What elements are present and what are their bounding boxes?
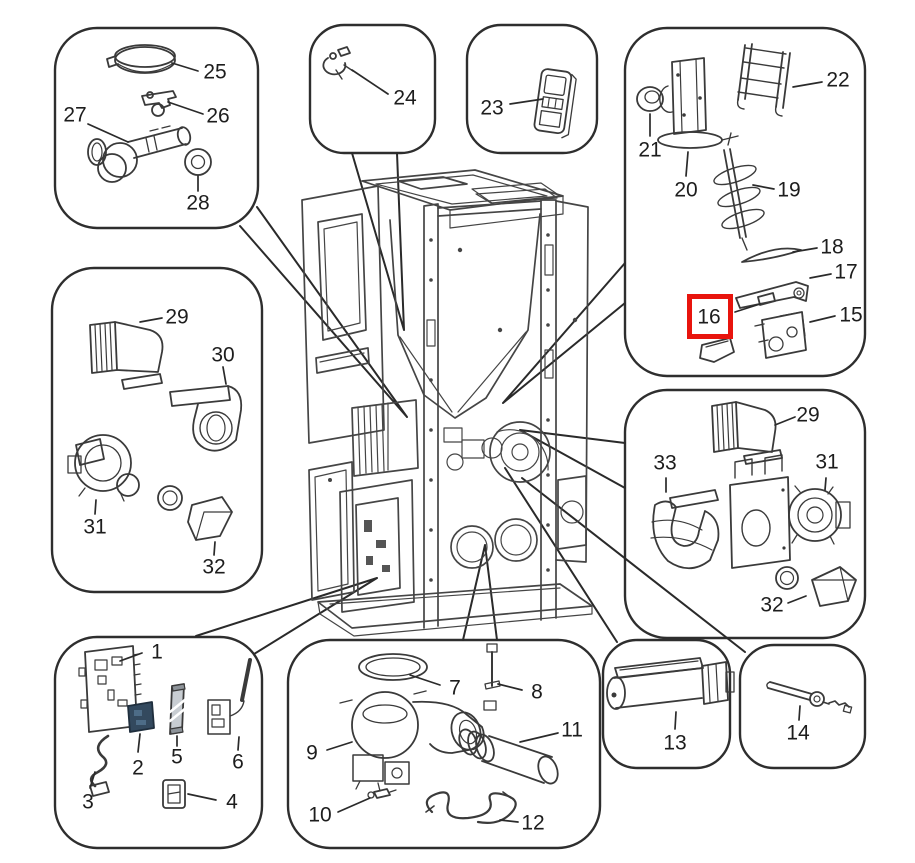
part-24-clip [322, 46, 354, 80]
part-21-ring [636, 86, 664, 112]
boiler-cabinet-drawing [301, 169, 593, 637]
panel-auger-feed-group [623, 26, 867, 378]
panel-exhaust-fan-group [286, 638, 602, 850]
part-19-auger [713, 132, 765, 251]
part-11-pipe [458, 728, 559, 785]
panel-left-blower-group [50, 266, 264, 594]
part-8-bolt [483, 643, 501, 711]
part-23-remote [533, 68, 577, 139]
part-15-gear-motor [754, 311, 807, 359]
part-label-31-right: 31 [815, 450, 839, 474]
part-label-8: 8 [531, 680, 543, 704]
callout-panels [50, 23, 867, 850]
part-32-ring-deflector-left [157, 485, 233, 541]
part-label-12: 12 [521, 811, 545, 835]
part-6-antenna-module [207, 658, 252, 735]
part-14-igniter-rod [766, 681, 853, 714]
part-12-wire-harness [425, 791, 517, 824]
part-22-frame [736, 43, 791, 117]
part-label-7: 7 [449, 676, 461, 700]
part-label-17: 17 [834, 260, 858, 284]
part-label-14: 14 [786, 721, 810, 745]
part-label-30: 30 [211, 343, 235, 367]
part-label-18: 18 [820, 235, 844, 259]
part-label-28: 28 [186, 191, 210, 215]
part-label-32-right: 32 [760, 593, 784, 617]
part-chute [699, 337, 735, 363]
part-27-tube [87, 125, 192, 183]
part-label-24: 24 [393, 86, 417, 110]
panel-remote-control [465, 23, 599, 155]
part-32-ring-deflector-right [775, 566, 857, 607]
part-label-25: 25 [203, 60, 227, 84]
part-label-26: 26 [206, 104, 230, 128]
part-label-29-right: 29 [796, 403, 820, 427]
part-33-scroll-housing [650, 489, 720, 570]
part-label-21: 21 [638, 138, 662, 162]
panel-clip-group [308, 23, 437, 155]
part-label-6: 6 [232, 750, 244, 774]
part-label-22: 22 [826, 68, 850, 92]
part-drawings [67, 43, 857, 824]
part-label-15: 15 [839, 303, 863, 327]
part-label-16-highlighted[interactable]: 16 [697, 305, 721, 329]
part-label-27: 27 [63, 103, 87, 127]
part-label-20: 20 [674, 178, 698, 202]
part-label-2: 2 [132, 756, 144, 780]
part-20-channel [657, 57, 723, 149]
part-26-bracket [141, 90, 177, 117]
panel-electronics-group [53, 635, 264, 850]
panel-right-blower-group [623, 388, 867, 640]
part-label-23: 23 [480, 96, 504, 120]
part-2-relay [127, 701, 155, 733]
part-18-blade [741, 247, 802, 263]
part-label-31-left: 31 [83, 515, 107, 539]
part-31-blower-right [788, 485, 851, 545]
part-label-19: 19 [777, 178, 801, 202]
part-label-1: 1 [151, 640, 163, 664]
part-7-gasket [358, 653, 428, 681]
part-30-fan-housing [169, 385, 243, 452]
part-label-13: 13 [663, 731, 687, 755]
part-label-9: 9 [306, 741, 318, 765]
part-bracket-plate-right [729, 454, 791, 569]
leader-lines [195, 152, 746, 655]
part-29-finned-duct-right [711, 401, 783, 465]
part-label-4: 4 [226, 790, 238, 814]
part-10-clip [367, 788, 397, 799]
part-label-5: 5 [171, 745, 183, 769]
panel-igniter-rod-group [738, 643, 867, 770]
part-label-3: 3 [82, 790, 94, 814]
panel-igniter-group [601, 638, 732, 770]
part-3-cable [89, 734, 110, 797]
part-5-strip [168, 683, 188, 735]
highlight-box-part-16 [687, 294, 733, 339]
part-31-blower-left [67, 434, 140, 502]
part-label-11: 11 [561, 718, 583, 742]
part-label-33: 33 [653, 451, 677, 475]
part-13-igniter [606, 657, 735, 710]
label-leader-lines [87, 62, 836, 823]
part-25-cap [106, 44, 176, 74]
part-29-finned-duct-left [89, 321, 164, 390]
part-label-32-left: 32 [202, 555, 226, 579]
part-28-bushing [184, 148, 212, 176]
part-16-plate [757, 292, 776, 306]
part-4-switch [162, 779, 186, 809]
panel-hose-cap-group [53, 26, 260, 230]
part-label-10: 10 [308, 803, 332, 827]
part-9-exhaust-fan [339, 690, 485, 792]
part-label-29-left: 29 [165, 305, 189, 329]
part-17-bracket [735, 281, 809, 309]
